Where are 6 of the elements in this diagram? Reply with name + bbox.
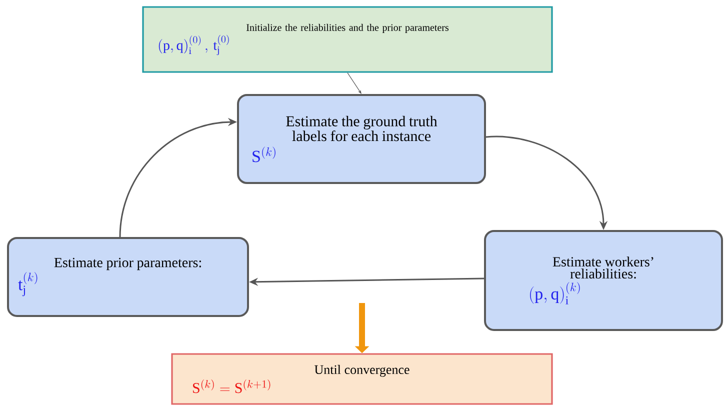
init-box: Initialize the reliabilities and the prior parameters $\mathrm{(p,q)}_\mathrm{i}^{(0)}\,,\,\mathrm{t}_\mathrm{j}^{(0)}$ [142,6,553,73]
process-box: Estimate workers’ reliabilities: $\mathrm{(p,q)}_\mathrm{i}^{(k)}$ [484,230,723,331]
result-box: Until convergence $\mathrm{S}^{(k)} = \mathrm{S}^{(k+1)}$ [171,353,553,405]
process-box: Estimate prior parameters: $\mathrm{t}_\mathrm{j}^{(k)}$ [7,237,249,317]
arrow [347,72,362,94]
process-box: Estimate the ground truth labels for each instance $\mathrm{S}^{(k)}$ [237,94,486,184]
